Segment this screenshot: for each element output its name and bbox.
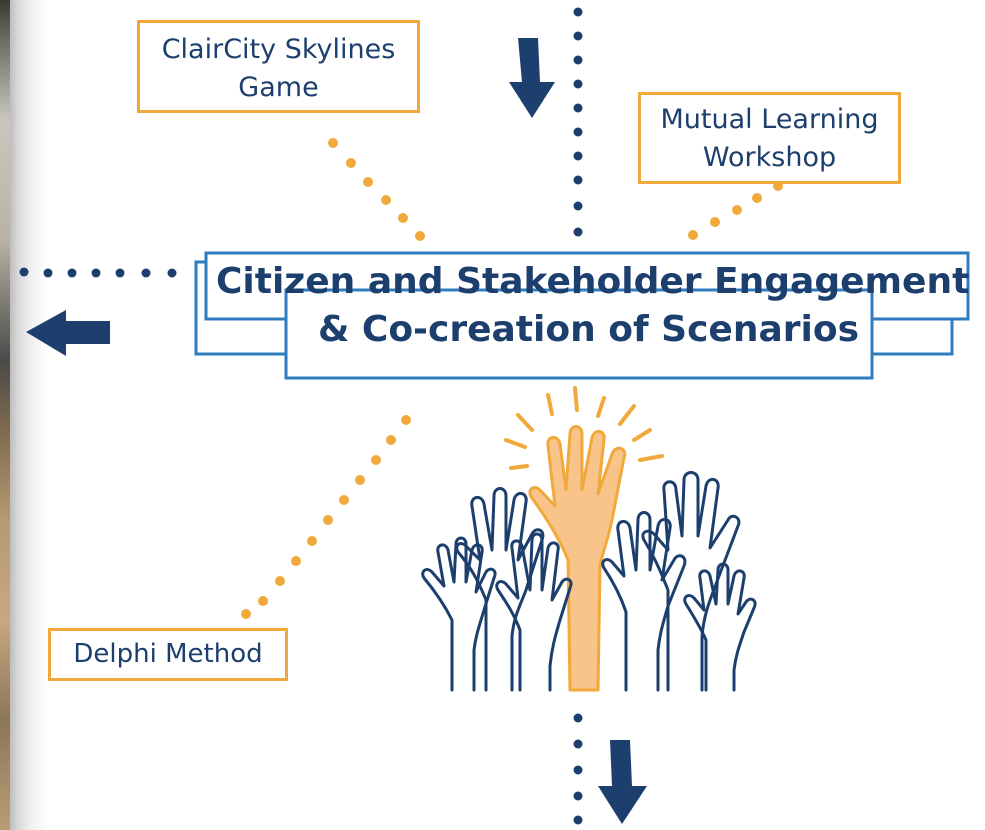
main-title-line: Citizen and Stakeholder Engagement bbox=[216, 261, 970, 302]
main-title-box: Citizen and Stakeholder Engagement & Co-… bbox=[216, 246, 970, 364]
label-line: Delphi Method bbox=[73, 639, 263, 669]
down-arrow-icon bbox=[509, 38, 555, 118]
horizontal-dotted-line-left bbox=[19, 267, 177, 278]
orange-connector-delphi bbox=[241, 415, 411, 619]
main-title-line: & Co-creation of Scenarios bbox=[317, 309, 860, 350]
label-line: Game bbox=[238, 72, 319, 103]
label-line: Workshop bbox=[702, 142, 837, 173]
vertical-dotted-line-top bbox=[573, 7, 583, 237]
photo-edge bbox=[0, 0, 10, 830]
left-arrow-icon bbox=[26, 310, 110, 356]
mutual-learning-workshop-label: Mutual Learning Workshop bbox=[638, 92, 901, 184]
label-line: Mutual Learning bbox=[660, 104, 879, 135]
vertical-dotted-line-bottom bbox=[573, 713, 583, 825]
claircity-game-label: ClairCity Skylines Game bbox=[137, 20, 420, 113]
orange-connector-workshop bbox=[688, 181, 783, 240]
raised-hands-icon bbox=[421, 386, 757, 692]
down-arrow-icon bbox=[598, 740, 647, 824]
orange-connector-game bbox=[328, 138, 425, 241]
label-line: ClairCity Skylines bbox=[161, 34, 396, 65]
main-box-shadow-frame bbox=[284, 288, 874, 380]
delphi-method-label: Delphi Method bbox=[48, 628, 288, 681]
